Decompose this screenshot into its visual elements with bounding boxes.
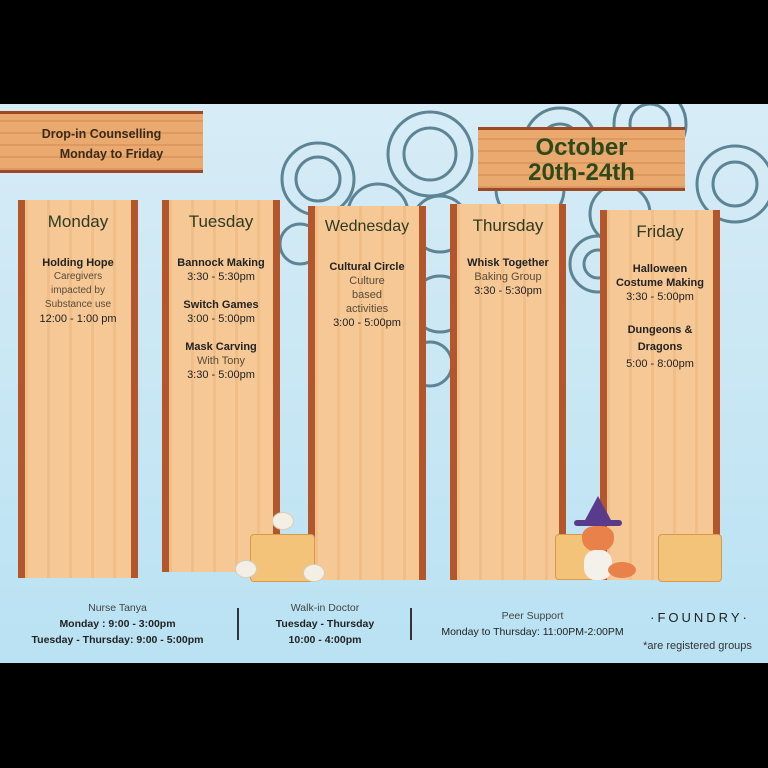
day-title: Monday — [47, 212, 109, 231]
event-title: Bannock Making — [177, 257, 265, 269]
event-time: 12:00 - 1:00 pm — [39, 313, 117, 325]
fox-witch-icon — [572, 496, 636, 584]
day-title: Thursday — [472, 216, 544, 235]
plank-friday: Friday Halloween Costume Making 3:30 - 5… — [600, 210, 720, 580]
registered-note: *are registered groups — [643, 640, 752, 652]
pumpkin-icon — [303, 564, 325, 582]
dropin-banner: Drop-in Counselling Monday to Friday — [0, 111, 203, 173]
pumpkin-icon — [272, 512, 294, 530]
event-desc: Culture based activities — [345, 275, 389, 315]
event-item: Holding Hope Caregivers impacted by Subs… — [25, 256, 131, 326]
event-desc: Caregivers impacted by Substance use — [44, 271, 112, 310]
date-line1: October — [535, 134, 628, 161]
nurse-info: Nurse Tanya Monday : 9:00 - 3:00pm Tuesd… — [10, 600, 225, 648]
day-title: Wednesday — [324, 218, 410, 235]
dropin-line1: Drop-in Counselling — [41, 127, 162, 141]
foundry-logo: ·FOUNDRY· — [650, 610, 750, 625]
date-line2: 20th-24th — [528, 159, 635, 186]
event-time: 3:30 - 5:00pm — [187, 369, 255, 381]
peer-title: Peer Support — [501, 610, 564, 622]
event-item: Whisk Together Baking Group 3:30 - 5:30p… — [457, 256, 559, 298]
event-time: 3:30 - 5:30pm — [474, 285, 542, 297]
event-title: Cultural Circle — [329, 261, 405, 273]
event-title: Mask Carving — [185, 341, 257, 353]
peer-line1: Monday to Thursday: 11:00PM-2:00PM — [441, 626, 624, 638]
plank-tuesday: Tuesday Bannock Making 3:30 - 5:30pm Swi… — [162, 200, 280, 572]
event-time: 5:00 - 8:00pm — [626, 358, 694, 370]
nurse-line1: Monday : 9:00 - 3:00pm — [59, 618, 176, 630]
plank-thursday: Thursday Whisk Together Baking Group 3:3… — [450, 204, 566, 580]
event-time: 3:00 - 5:00pm — [333, 317, 401, 329]
event-time: 3:30 - 5:30pm — [187, 271, 255, 283]
event-item: Bannock Making 3:30 - 5:30pm — [169, 256, 273, 284]
plank-monday: Monday Holding Hope Caregivers impacted … — [18, 200, 138, 578]
doctor-line1: Tuesday - Thursday — [275, 618, 375, 630]
event-item: Mask Carving With Tony 3:30 - 5:00pm — [169, 340, 273, 382]
event-time: 3:00 - 5:00pm — [187, 313, 255, 325]
divider — [410, 608, 412, 640]
divider — [237, 608, 239, 640]
event-time: 3:30 - 5:00pm — [626, 291, 694, 303]
event-item: Switch Games 3:00 - 5:00pm — [169, 298, 273, 326]
event-title: Dungeons & Dragons — [627, 324, 693, 353]
event-title: Switch Games — [183, 299, 259, 311]
event-item: Cultural Circle Culture based activities… — [315, 260, 419, 330]
date-banner: October 20th-24th — [478, 127, 685, 191]
doctor-title: Walk-in Doctor — [290, 602, 360, 614]
event-title: Halloween Costume Making — [615, 263, 704, 289]
event-title: Whisk Together — [467, 257, 549, 269]
event-title: Holding Hope — [42, 257, 114, 269]
nurse-title: Nurse Tanya — [88, 602, 147, 614]
day-title: Friday — [636, 222, 684, 241]
schedule-poster: Drop-in Counselling Monday to Friday Oct… — [0, 104, 768, 663]
event-item: Dungeons & Dragons 5:00 - 8:00pm — [607, 322, 713, 373]
event-item: Halloween Costume Making 3:30 - 5:00pm — [607, 262, 713, 304]
dropin-line2: Monday to Friday — [59, 147, 164, 161]
plank-wednesday: Wednesday Cultural Circle Culture based … — [308, 206, 426, 580]
pumpkin-icon — [235, 560, 257, 578]
nurse-line2: Tuesday - Thursday: 9:00 - 5:00pm — [31, 634, 204, 646]
day-title: Tuesday — [188, 212, 254, 231]
hay-bale — [658, 534, 722, 582]
peer-info: Peer Support Monday to Thursday: 11:00PM… — [425, 608, 640, 640]
doctor-line2: 10:00 - 4:00pm — [288, 634, 362, 646]
event-desc: With Tony — [196, 355, 246, 367]
doctor-info: Walk-in Doctor Tuesday - Thursday 10:00 … — [250, 600, 400, 648]
event-desc: Baking Group — [474, 271, 542, 283]
